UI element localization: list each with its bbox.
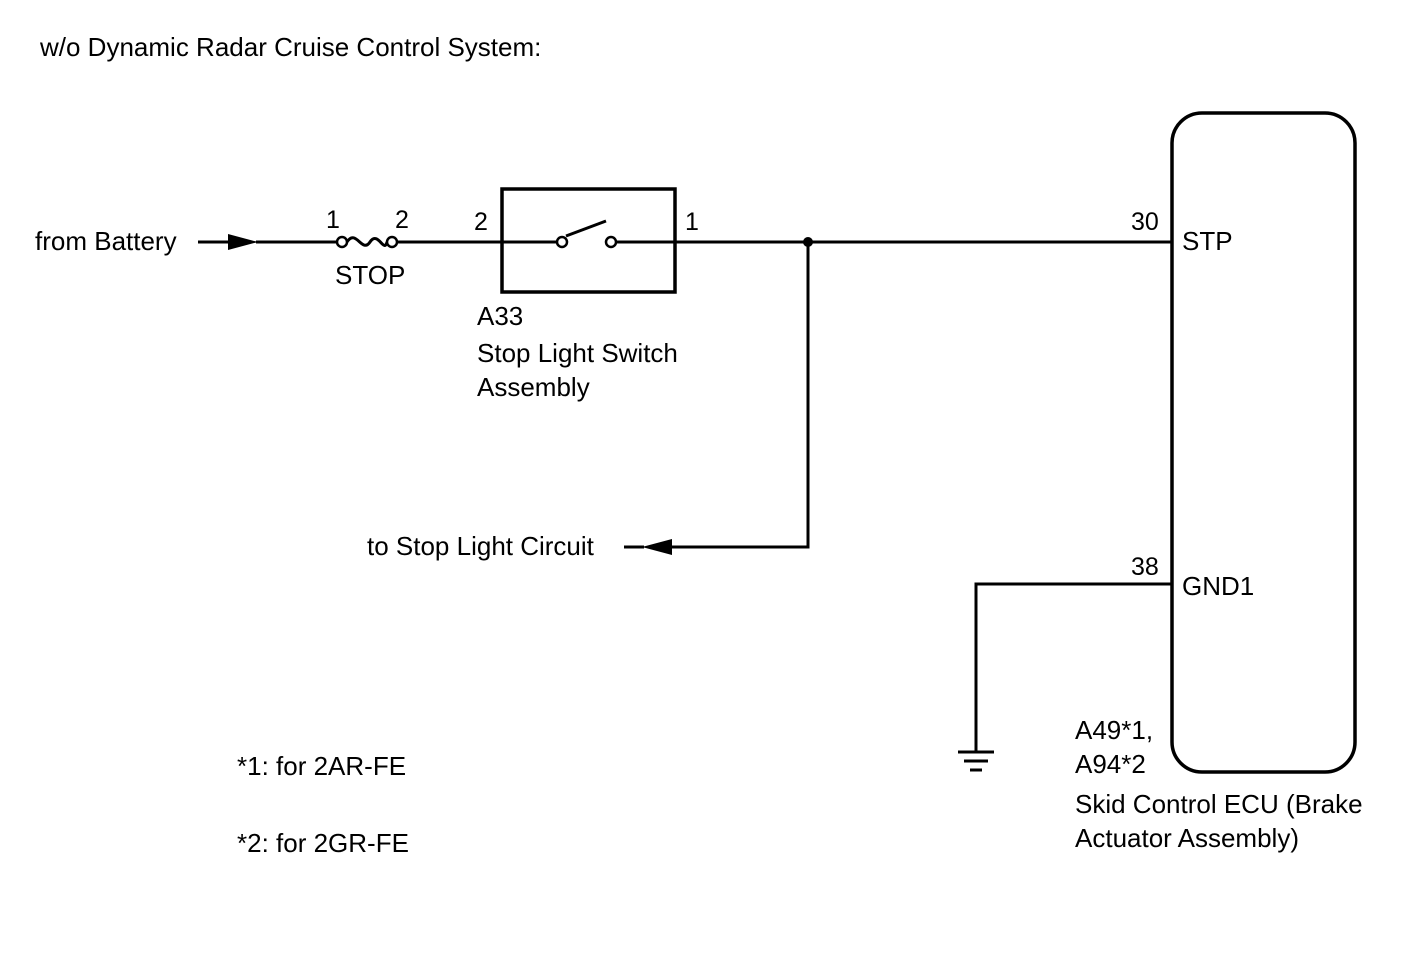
ecu-gnd-pin: 38 <box>1131 553 1159 581</box>
ecu-box <box>1170 111 1357 774</box>
fuse-pin-out: 2 <box>395 206 409 234</box>
switch-code: A33 <box>477 301 523 331</box>
ground-icon <box>958 750 994 772</box>
diagram-title: w/o Dynamic Radar Cruise Control System: <box>39 32 541 62</box>
ecu-name-line1: Skid Control ECU (Brake <box>1075 789 1363 819</box>
note-1: *1: for 2AR-FE <box>237 751 406 781</box>
branch-wire <box>668 242 810 549</box>
switch-name-line2: Assembly <box>477 372 590 402</box>
ecu-name-line2: Actuator Assembly) <box>1075 823 1299 853</box>
fuse-label: STOP <box>335 260 405 290</box>
fuse-icon <box>335 235 399 249</box>
branch-label: to Stop Light Circuit <box>367 531 595 561</box>
source-label: from Battery <box>35 226 177 256</box>
ecu-stp-label: STP <box>1182 226 1233 256</box>
arrow-left-icon <box>642 539 672 555</box>
arrow-right-icon <box>228 234 258 250</box>
switch-name-line1: Stop Light Switch <box>477 338 678 368</box>
ecu-stp-pin: 30 <box>1131 208 1159 236</box>
ground-wire <box>974 582 1172 752</box>
switch-pin-in: 2 <box>474 208 488 236</box>
note-2: *2: for 2GR-FE <box>237 828 409 858</box>
switch-pin-out: 1 <box>685 208 699 236</box>
ecu-code-line2: A94*2 <box>1075 749 1146 779</box>
switch-icon <box>555 219 618 249</box>
ecu-code-line1: A49*1, <box>1075 715 1153 745</box>
ecu-gnd-label: GND1 <box>1182 571 1254 601</box>
fuse-pin-in: 1 <box>326 206 340 234</box>
